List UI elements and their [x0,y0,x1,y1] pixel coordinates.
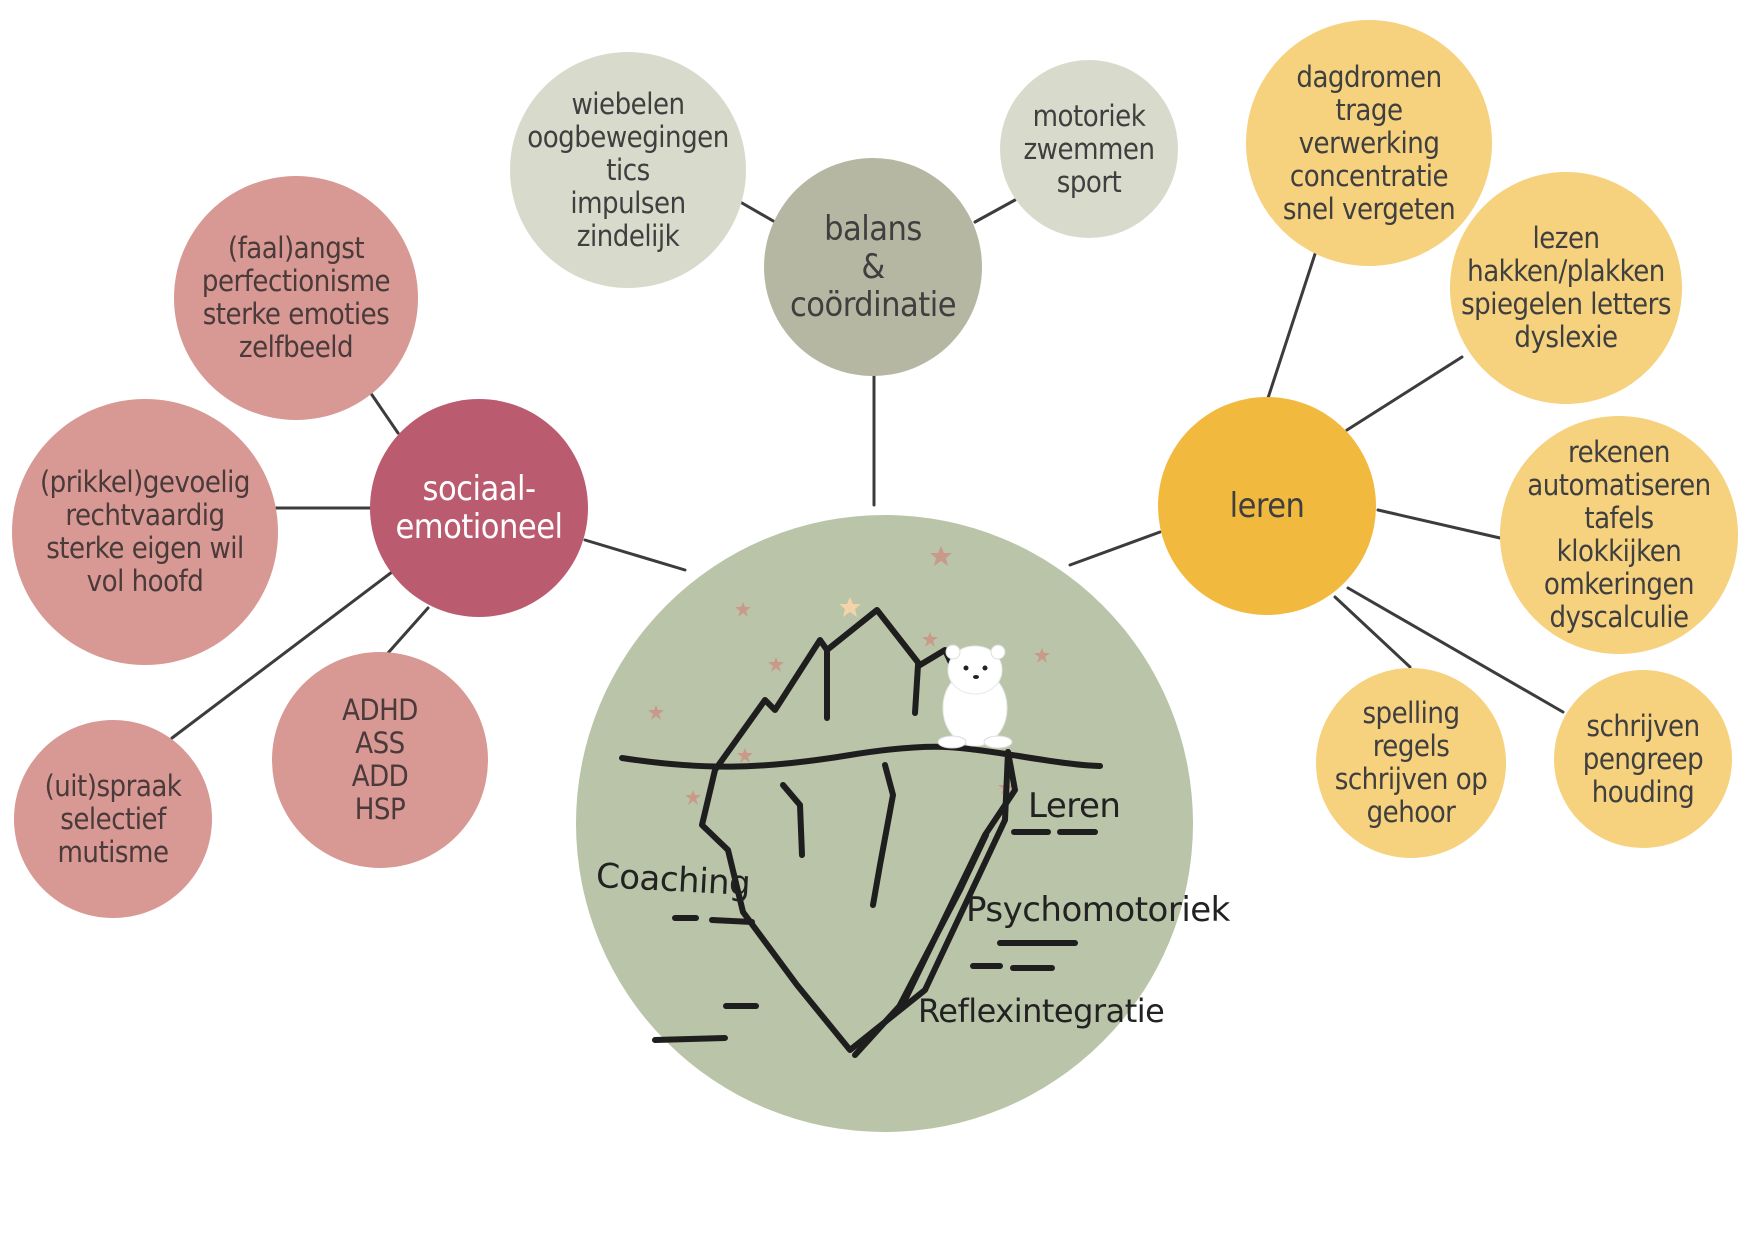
hub-balans-coordinatie: balans & coördinatie [764,158,982,376]
leaf-label: snel vergeten [1282,191,1456,226]
leaf-prikkelgevoelig: (prikkel)gevoelig rechtvaardig sterke ei… [12,399,278,665]
leaf-label: selectief [60,801,166,836]
connector-leren-rekenen [1376,508,1502,540]
hub-label: balans [824,209,922,249]
leaf-uitspraak: (uit)spraak selectief mutisme [14,720,212,918]
hub-label: & [861,247,885,287]
leaf-wiebelen: wiebelen oogbewegingen tics impulsen zin… [510,52,746,288]
leaf-label: spiegelen letters [1461,287,1671,321]
leaf-label: automatiseren [1527,468,1711,502]
polar-bear-icon [937,644,1013,749]
connector-center-sociaal [583,538,687,572]
leaf-label: (uit)spraak [44,768,182,803]
connector-sociaal-uitspraak [170,570,394,740]
leaf-dagdromen: dagdromen trage verwerking concentratie … [1246,20,1492,266]
leaf-label: sport [1056,164,1122,199]
leaf-label: rechtvaardig [65,498,225,532]
leaf-label: spelling [1362,696,1460,730]
connector-leren-spelling [1333,595,1412,669]
leaf-label: lezen [1532,221,1600,255]
leaf-adhd: ADHD ASS ADD HSP [272,652,488,868]
leaf-label: ASS [355,726,405,760]
connector-sociaal-faalangst [368,390,400,435]
leaf-motoriek: motoriek zwemmen sport [1000,60,1178,238]
leaf-schrijven: schrijven pengreep houding [1554,670,1732,848]
leaf-label: verwerking [1298,125,1440,160]
label-psychomotoriek: Psychomotoriek [966,890,1230,930]
hub-sociaal-emotioneel: sociaal- emotioneel [370,399,588,617]
leaf-label: impulsen [570,185,686,220]
connector-leren-lezen [1345,355,1464,432]
leaf-label: (prikkel)gevoelig [39,465,251,499]
hub-label: leren [1229,486,1305,526]
leaf-label: schrijven [1586,708,1700,743]
leaf-label: zwemmen [1023,131,1155,166]
leaf-label: dagdromen [1296,59,1442,94]
leaf-label: wiebelen [571,86,685,121]
leaf-label: concentratie [1289,158,1449,193]
leaf-label: gehoor [1366,795,1456,829]
leaf-label: mutisme [57,834,170,869]
leaf-label: trage [1335,92,1403,127]
leaf-label: regels [1372,729,1450,763]
connector-sociaal-adhd [386,606,430,655]
label-leren: Leren [1028,786,1121,826]
hub-label: emotioneel [395,507,563,547]
leaf-label: zelfbeeld [238,330,354,364]
leaf-label: motoriek [1032,98,1146,133]
hub-leren: leren [1158,397,1376,615]
connector-balans-wiebelen [740,201,777,224]
hub-label: coördinatie [789,285,957,325]
connector-leren-dagdromen [1266,252,1317,400]
leaf-label: zindelijk [576,218,680,253]
leaf-label: HSP [354,792,406,826]
leaf-rekenen: rekenen automatiseren tafels klokkijken … [1500,416,1738,654]
hub-label: sociaal- [422,469,537,509]
leaf-label: rekenen [1568,435,1670,469]
label-reflexintegratie: Reflexintegratie [918,992,1165,1030]
leaf-label: pengreep [1582,741,1704,776]
leaf-lezen: lezen hakken/plakken spiegelen letters d… [1450,172,1682,404]
label-coaching: Coaching [595,855,752,905]
leaf-label: houding [1591,774,1695,809]
leaf-label: (faal)angst [227,231,365,265]
leaf-label: tics [606,152,650,187]
connector-center-leren [1068,530,1162,567]
leaf-label: sterke emoties [202,297,390,331]
leaf-label: sterke eigen wil [46,531,244,565]
leaf-label: oogbewegingen [527,119,729,154]
leaf-label: perfectionisme [201,264,391,298]
leaf-label: hakken/plakken [1467,254,1665,288]
leaf-label: dyslexie [1514,320,1618,354]
connector-balans-motoriek [973,198,1017,224]
leaf-label: schrijven op [1334,762,1488,796]
leaf-label: vol hoofd [86,564,204,598]
leaf-spelling: spelling regels schrijven op gehoor [1316,668,1506,858]
leaf-label: ADD [351,759,409,793]
leaf-label: tafels [1584,501,1654,535]
leaf-label: klokkijken [1556,534,1682,568]
leaf-label: dyscalculie [1549,600,1689,634]
leaf-label: ADHD [342,693,418,727]
leaf-label: omkeringen [1543,567,1695,601]
connector-leren-schrijven [1346,586,1565,714]
leaf-faalangst: (faal)angst perfectionisme sterke emotie… [174,176,418,420]
